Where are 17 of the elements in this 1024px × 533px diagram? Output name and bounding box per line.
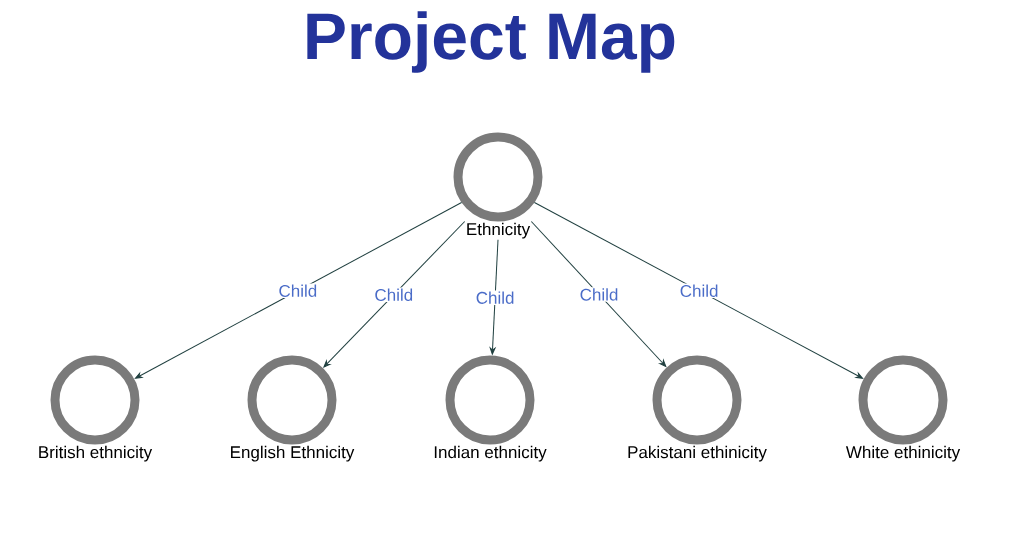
edge-label: Child (678, 283, 720, 298)
edge-label: Child (474, 290, 516, 305)
arrow (134, 202, 463, 379)
node-label: Indian ethnicity (434, 445, 547, 462)
arrow (530, 221, 667, 367)
edge-label: Child (578, 287, 620, 302)
arrow (323, 221, 466, 368)
title: Project Map (307, 11, 675, 73)
node-label: Pakistani ethinicity (628, 445, 767, 462)
arrow (533, 202, 864, 379)
edge-label: Child (373, 287, 415, 302)
arrow (489, 239, 499, 355)
node-label: White ethinicity (845, 445, 961, 462)
edge-label: Child (277, 283, 319, 298)
node-label: British ethnicity (39, 445, 153, 462)
node-label: Ethnicity (467, 222, 531, 239)
node-label: English Ethnicity (231, 445, 355, 462)
